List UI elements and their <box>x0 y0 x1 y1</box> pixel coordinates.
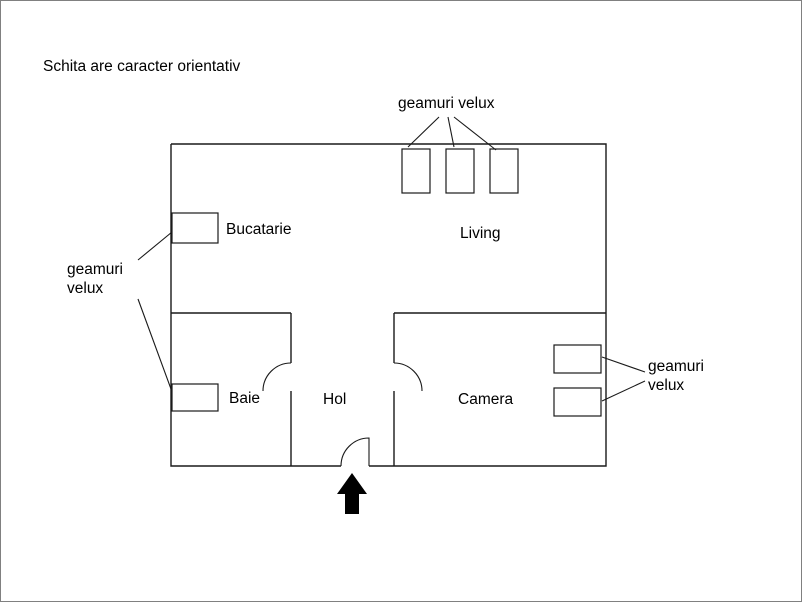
velux-window-camera-2 <box>553 387 602 417</box>
velux-window-top-3 <box>489 148 519 194</box>
outer-walls <box>170 143 607 467</box>
velux-label-left: geamuri velux <box>67 261 123 299</box>
velux-label-right: geamuri velux <box>648 358 704 396</box>
room-label-baie: Baie <box>229 390 261 407</box>
disclaimer-text: Schita are caracter orientativ <box>43 58 241 75</box>
velux-window-bucatarie <box>171 212 219 244</box>
room-label-hol: Hol <box>323 391 347 408</box>
velux-label-right-line2: velux <box>648 376 685 394</box>
room-label-living: Living <box>460 225 501 242</box>
velux-label-left-line2: velux <box>67 279 104 297</box>
velux-label-top: geamuri velux <box>398 95 495 112</box>
room-label-bucatarie: Bucatarie <box>226 221 292 238</box>
pointer-lines-left <box>137 231 173 390</box>
pointer-lines-top <box>407 116 497 151</box>
velux-window-top-2 <box>445 148 475 194</box>
door-arc-camera <box>393 362 423 392</box>
velux-label-left-line1: geamuri <box>67 261 123 278</box>
door-arc-baie <box>262 362 292 392</box>
pointer-lines-right <box>601 356 646 402</box>
velux-window-top-1 <box>401 148 431 194</box>
velux-window-baie <box>171 383 219 412</box>
entrance-arrow-icon <box>337 473 367 514</box>
door-arc-entrance <box>340 437 370 467</box>
velux-label-right-line1: geamuri <box>648 358 704 375</box>
room-label-camera: Camera <box>458 391 514 408</box>
interior-walls <box>171 312 606 466</box>
velux-window-camera-1 <box>553 344 602 374</box>
